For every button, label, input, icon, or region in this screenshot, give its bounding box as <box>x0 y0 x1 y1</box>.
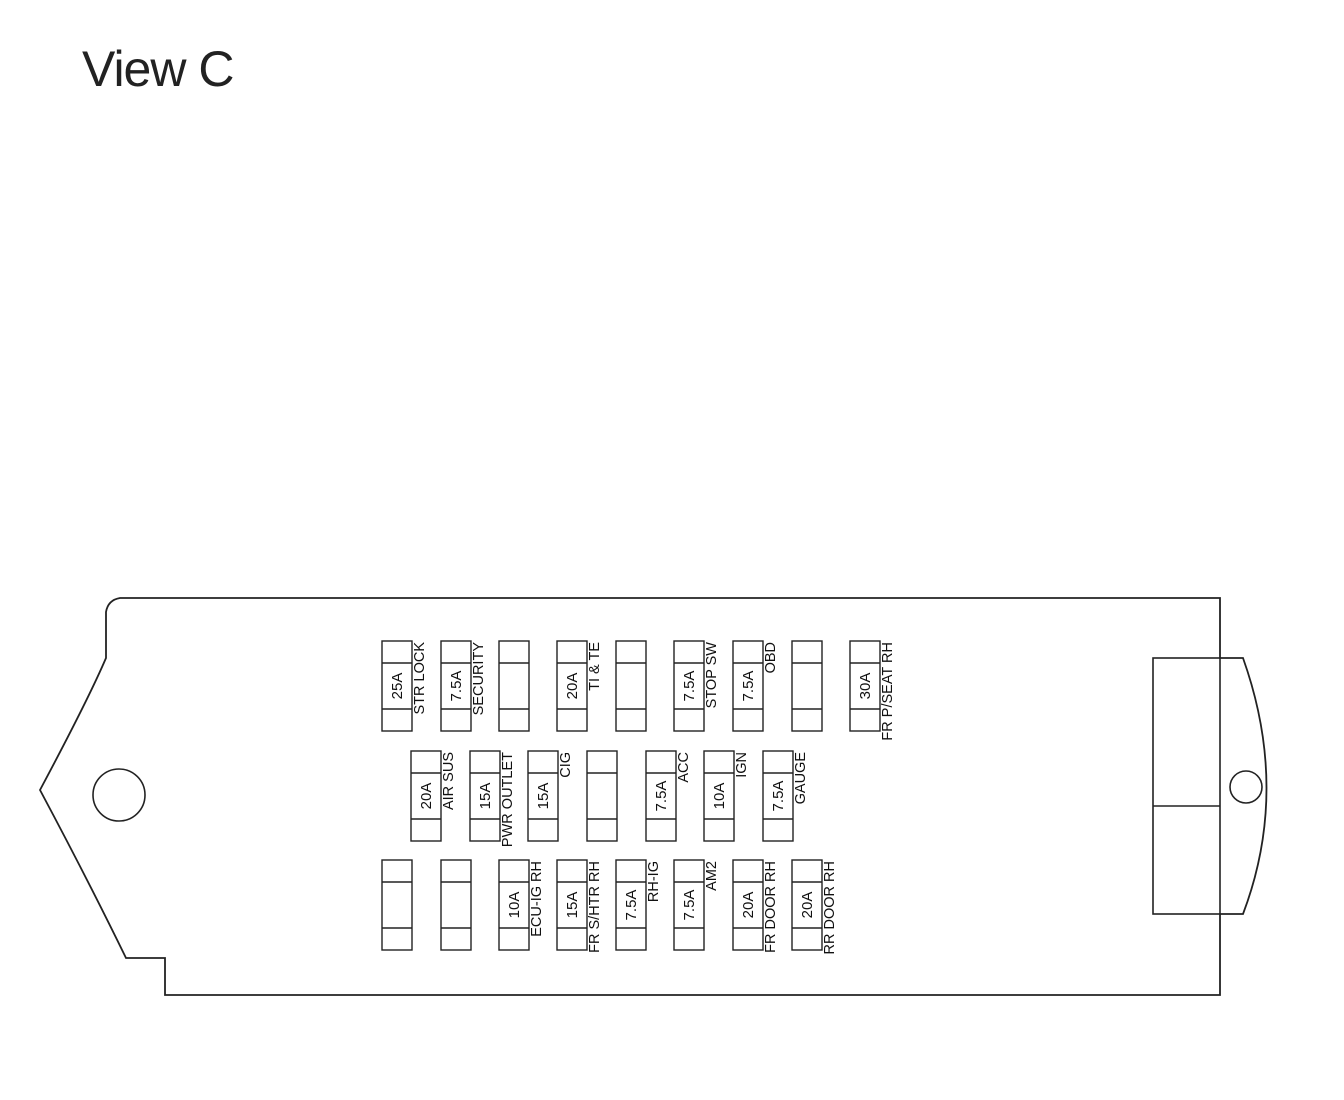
fuse-body <box>732 859 764 951</box>
fuse-rh-ig: 7.5A RH-IG <box>615 859 662 951</box>
fuse-rating: 25A <box>389 673 406 700</box>
fuse-label: AM2 <box>704 861 720 891</box>
fuse-label: AIR SUS <box>441 752 457 810</box>
fuse-gauge: 7.5A GAUGE <box>762 750 809 842</box>
fuse-rating: 7.5A <box>448 671 465 702</box>
mounting-hole-left <box>92 768 146 822</box>
fuse-body <box>440 859 472 951</box>
fuse-fr-pseat-rh: 30A FR P/SEAT RH <box>849 640 896 741</box>
fuse-rating: 7.5A <box>623 890 640 921</box>
fuse-label: STOP SW <box>704 642 720 709</box>
fuse-label: SECURITY <box>471 642 487 716</box>
fuse-body <box>645 750 677 842</box>
fuse-body <box>791 859 823 951</box>
fuse-body <box>381 859 413 951</box>
fuse-acc: 7.5A ACC <box>645 750 692 842</box>
fuse-box-outline <box>38 597 1268 996</box>
fuse-label: RH-IG <box>646 861 662 902</box>
fuse-rating: 15A <box>564 892 581 919</box>
fuse-body <box>673 640 705 732</box>
fuse-label: GAUGE <box>793 752 809 805</box>
fuse-r1-spare-1 <box>498 640 530 732</box>
fuse-r2-spare-1 <box>586 750 618 842</box>
fuse-label: IGN <box>734 752 750 778</box>
fuse-ign: 10A IGN <box>703 750 750 842</box>
fuse-cig: 15A CIG <box>527 750 574 842</box>
fuse-fr-shtr-rh: 15A FR S/HTR RH <box>556 859 603 953</box>
fuse-body <box>849 640 881 732</box>
fuse-am2: 7.5A AM2 <box>673 859 720 951</box>
fuse-ti-te: 20A TI & TE <box>556 640 603 732</box>
fuse-body <box>410 750 442 842</box>
fuse-rating: 20A <box>799 892 816 919</box>
fuse-r1-spare-2 <box>615 640 647 732</box>
fuse-label: CIG <box>558 752 574 778</box>
fuse-r1-spare-3 <box>791 640 823 732</box>
fuse-label: ACC <box>676 752 692 783</box>
fuse-rating: 7.5A <box>681 890 698 921</box>
side-bracket <box>1152 657 1221 915</box>
fuse-stop-sw: 7.5A STOP SW <box>673 640 720 732</box>
fuse-body <box>527 750 559 842</box>
fuse-pwr-outlet: 15A PWR OUTLET <box>469 750 516 847</box>
mounting-hole-right <box>1229 770 1263 804</box>
fuse-r3-spare-1 <box>381 859 413 951</box>
fuse-body <box>615 640 647 732</box>
fuse-body <box>673 859 705 951</box>
fuse-rating: 30A <box>857 673 874 700</box>
fuse-body <box>469 750 501 842</box>
fuse-ecu-ig-rh: 10A ECU-IG RH <box>498 859 545 951</box>
fuse-label: STR LOCK <box>412 642 428 715</box>
fuse-rating: 20A <box>418 783 435 810</box>
fuse-rating: 7.5A <box>740 671 757 702</box>
fuse-body <box>440 640 472 732</box>
fuse-r3-spare-2 <box>440 859 472 951</box>
fuse-body <box>791 640 823 732</box>
fuse-rating: 7.5A <box>653 781 670 812</box>
fuse-rating: 7.5A <box>681 671 698 702</box>
fuse-body <box>586 750 618 842</box>
fuse-label: PWR OUTLET <box>500 752 516 847</box>
fuse-label: OBD <box>763 642 779 673</box>
fuse-body <box>498 640 530 732</box>
fuse-rating: 10A <box>711 783 728 810</box>
fuse-rating: 15A <box>535 783 552 810</box>
fuse-label: TI & TE <box>587 642 603 691</box>
fuse-air-sus: 20A AIR SUS <box>410 750 457 842</box>
fuse-body <box>556 640 588 732</box>
fuse-body <box>762 750 794 842</box>
fuse-body <box>732 640 764 732</box>
fuse-body <box>498 859 530 951</box>
fuse-rating: 20A <box>564 673 581 700</box>
fuse-obd: 7.5A OBD <box>732 640 779 732</box>
fuse-rr-door-rh: 20A RR DOOR RH <box>791 859 838 954</box>
fuse-label: ECU-IG RH <box>529 861 545 937</box>
fuse-label: FR S/HTR RH <box>587 861 603 953</box>
fuse-security: 7.5A SECURITY <box>440 640 487 732</box>
fuse-fr-door-rh: 20A FR DOOR RH <box>732 859 779 953</box>
fuse-label: FR DOOR RH <box>763 861 779 953</box>
fuse-body <box>556 859 588 951</box>
view-title: View C <box>82 41 234 97</box>
fuse-body <box>703 750 735 842</box>
fuse-rating: 20A <box>740 892 757 919</box>
fuse-rating: 7.5A <box>770 781 787 812</box>
fuse-label: RR DOOR RH <box>822 861 838 954</box>
fuse-label: FR P/SEAT RH <box>880 642 896 741</box>
fuse-str-lock: 25A STR LOCK <box>381 640 428 732</box>
fuse-body <box>381 640 413 732</box>
fuse-rating: 15A <box>477 783 494 810</box>
fuse-body <box>615 859 647 951</box>
fuse-rating: 10A <box>506 892 523 919</box>
